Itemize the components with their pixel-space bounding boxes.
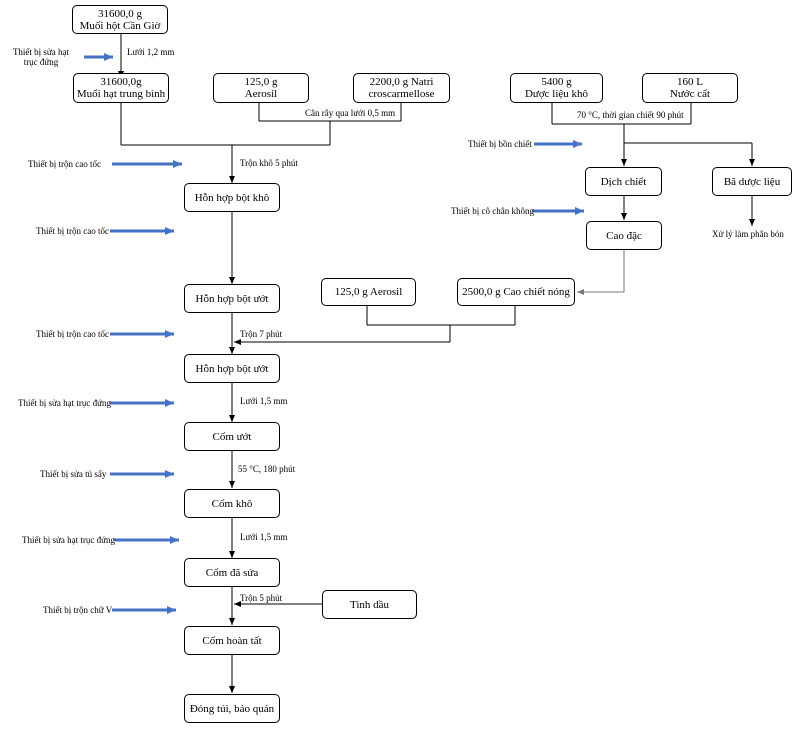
box-com-hoan-tat-label: Cốm hoàn tất xyxy=(202,634,262,647)
label-chiet: 70 °C, thời gian chiết 90 phút xyxy=(577,110,684,120)
box-dong-tui: Đóng túi, bảo quản xyxy=(184,694,280,723)
equip-sua-hat-1-line1: Thiết bị sửa hạt xyxy=(12,47,70,57)
equip-bon-chiet: Thiết bị bồn chiết xyxy=(468,139,532,149)
box-aerosil-1: 125,0 g Aerosil xyxy=(213,73,309,103)
box-com-da-sua: Cốm đã sửa xyxy=(184,558,280,587)
box-hon-hop-bot-uot-2: Hỗn hợp bột ướt xyxy=(184,354,280,383)
label-tron-kho: Trộn khô 5 phút xyxy=(240,158,298,168)
box-nuoc-cat-name: Nước cất xyxy=(669,88,711,100)
label-xu-ly: Xử lý làm phân bón xyxy=(712,229,784,239)
box-hon-hop-bot-kho-label: Hỗn hợp bột khô xyxy=(194,191,270,204)
box-cao-chiet-nong-label: 2500,0 g Cao chiết nóng xyxy=(462,286,570,298)
box-duoc-lieu-name: Dược liệu khô xyxy=(524,88,589,100)
equip-tron-chu-v: Thiết bị trộn chữ V xyxy=(43,605,113,615)
equip-tron-cao-toc-2: Thiết bị trộn cao tốc xyxy=(36,226,109,236)
box-hon-hop-bot-kho: Hỗn hợp bột khô xyxy=(184,183,280,212)
equip-tu-say: Thiết bị sửa tủ sấy xyxy=(40,469,107,479)
equip-sua-hat-truc-dung-1: Thiết bị sửa hạt trục đứng xyxy=(2,47,80,67)
box-aerosil-2-label: 125,0 g Aerosil xyxy=(334,286,403,298)
label-luoi-1-5a: Lưới 1,5 mm xyxy=(240,396,288,406)
box-hon-hop-bot-uot-1: Hỗn hợp bột ướt xyxy=(184,284,280,313)
label-say: 55 °C, 180 phút xyxy=(238,464,296,474)
equip-tron-cao-toc-1: Thiết bị trộn cao tốc xyxy=(28,159,101,169)
box-com-hoan-tat: Cốm hoàn tất xyxy=(184,626,280,655)
box-cao-dac: Cao đặc xyxy=(586,221,662,250)
box-muoi-hot-qty: 31600,0 g xyxy=(98,7,142,20)
box-nuoc-cat: 160 L Nước cất xyxy=(642,73,738,103)
box-nuoc-cat-qty: 160 L xyxy=(677,76,703,88)
box-muoi-hat-name: Muối hạt trung bình xyxy=(76,88,166,100)
box-dich-chiet: Dịch chiết xyxy=(585,167,662,196)
equip-co-chan-khong: Thiết bị cô chân không xyxy=(451,206,534,216)
label-can-ray: Cân rây qua lưới 0,5 mm xyxy=(305,108,396,118)
box-com-uot: Cốm ướt xyxy=(184,422,280,451)
connector-line xyxy=(577,250,625,295)
box-dich-chiet-label: Dịch chiết xyxy=(600,175,647,188)
box-hon-hop-bot-uot-1-label: Hỗn hợp bột ướt xyxy=(195,292,269,305)
box-muoi-hat: 31600,0g Muối hạt trung bình xyxy=(73,73,169,103)
box-natri-croscarmellose: 2200,0 g Natri croscarmellose xyxy=(353,73,450,103)
label-luoi-1-2: Lưới 1,2 mm xyxy=(127,47,175,57)
box-tinh-dau-label: Tinh dầu xyxy=(349,598,390,611)
box-duoc-lieu-kho: 5400 g Dược liệu khô xyxy=(510,73,603,103)
box-ba-duoc-lieu: Bã dược liệu xyxy=(712,167,792,196)
equip-sua-hat-truc-dung-3: Thiết bị sửa hạt trục đứng xyxy=(22,535,115,545)
box-com-da-sua-label: Cốm đã sửa xyxy=(205,566,259,579)
box-aerosil-1-qty: 125,0 g xyxy=(244,76,278,88)
box-cao-chiet-nong: 2500,0 g Cao chiết nóng xyxy=(457,278,575,306)
box-hon-hop-bot-uot-2-label: Hỗn hợp bột ướt xyxy=(195,362,269,375)
box-muoi-hot-name: Muối hột Cần Giờ xyxy=(79,19,161,32)
box-natri-qty: 2200,0 g Natri xyxy=(369,76,434,88)
box-muoi-hat-qty: 31600,0g xyxy=(100,76,142,88)
box-ba-duoc-lieu-label: Bã dược liệu xyxy=(723,175,781,188)
box-com-kho: Cốm khô xyxy=(184,489,280,518)
box-muoi-hot: 31600,0 g Muối hột Cần Giờ xyxy=(72,5,168,34)
box-duoc-lieu-qty: 5400 g xyxy=(541,76,572,88)
equip-tron-cao-toc-3: Thiết bị trộn cao tốc xyxy=(36,329,109,339)
equip-sua-hat-1-line2: trục đứng xyxy=(23,57,59,67)
box-dong-tui-label: Đóng túi, bảo quản xyxy=(189,702,275,715)
box-tinh-dau: Tinh dầu xyxy=(322,590,417,619)
box-aerosil-1-name: Aerosil xyxy=(244,88,278,100)
box-com-uot-label: Cốm ướt xyxy=(212,430,252,443)
box-natri-name: croscarmellose xyxy=(368,88,435,100)
label-tron-5: Trộn 5 phút xyxy=(240,593,283,603)
box-com-kho-label: Cốm khô xyxy=(211,497,253,510)
label-luoi-1-5b: Lưới 1,5 mm xyxy=(240,532,288,542)
box-aerosil-2: 125,0 g Aerosil xyxy=(321,278,416,306)
label-tron-7: Trộn 7 phút xyxy=(240,329,283,339)
equip-sua-hat-truc-dung-2: Thiết bị sửa hạt trục đứng xyxy=(18,398,111,408)
box-cao-dac-label: Cao đặc xyxy=(606,229,642,242)
